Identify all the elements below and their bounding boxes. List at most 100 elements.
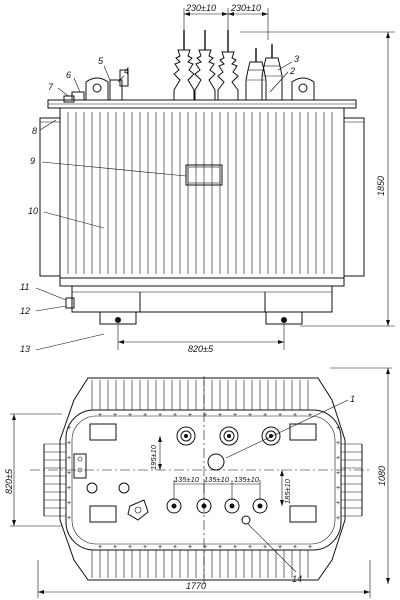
lv-bushing-3 xyxy=(224,498,240,514)
rating-plate xyxy=(185,164,223,186)
svg-text:+: + xyxy=(308,544,312,551)
front-view: 230±10 230±10 xyxy=(20,3,395,354)
corrugated-wall xyxy=(40,112,364,274)
lug-pad-tl xyxy=(89,423,117,441)
hv-bushing-2 xyxy=(219,426,239,446)
wheel-left xyxy=(99,311,137,325)
svg-text:+: + xyxy=(67,515,71,522)
tap-switch xyxy=(73,453,87,479)
dim-lv-pitch-1: 135±10 xyxy=(174,475,200,484)
wheel-right xyxy=(265,311,303,325)
dim-height: 1850 xyxy=(376,176,386,196)
svg-text:+: + xyxy=(263,544,267,551)
wheel-gauge-dimension: 820±5 xyxy=(117,324,285,354)
lv-bushing-4 xyxy=(252,498,268,514)
svg-text:+: + xyxy=(248,412,252,419)
svg-text:+: + xyxy=(278,544,282,551)
svg-text:+: + xyxy=(248,544,252,551)
svg-text:+: + xyxy=(67,485,71,492)
svg-text:+: + xyxy=(188,544,192,551)
dim-lv-offset: 185±10 xyxy=(283,478,292,504)
callout-11: 11 xyxy=(20,282,29,292)
dim-wheel-gauge: 820±5 xyxy=(188,344,214,354)
svg-text:+: + xyxy=(336,455,340,462)
plan-callout-14: 14 xyxy=(292,574,302,584)
svg-text:+: + xyxy=(98,544,102,551)
svg-text:+: + xyxy=(336,425,340,432)
svg-text:+: + xyxy=(293,412,297,419)
svg-text:+: + xyxy=(233,412,237,419)
thermometer-pocket xyxy=(86,482,98,494)
bushings xyxy=(173,30,283,101)
pressure-relief xyxy=(118,482,130,494)
svg-text:+: + xyxy=(143,412,147,419)
svg-text:+: + xyxy=(158,412,162,419)
dim-bushing-pitch-left: 230±10 xyxy=(185,3,216,13)
callout-4: 4 xyxy=(124,66,129,76)
callout-10: 10 xyxy=(28,206,38,216)
svg-text:+: + xyxy=(67,500,71,507)
svg-text:+: + xyxy=(336,440,340,447)
svg-text:+: + xyxy=(173,412,177,419)
svg-text:+: + xyxy=(173,544,177,551)
drain-plug xyxy=(127,499,149,521)
lug-pad-tr xyxy=(289,423,317,441)
svg-text:+: + xyxy=(293,544,297,551)
svg-text:+: + xyxy=(113,412,117,419)
svg-text:+: + xyxy=(263,412,267,419)
svg-text:+: + xyxy=(336,515,340,522)
plan-callout-1: 1 xyxy=(350,394,355,404)
callout-2: 2 xyxy=(289,66,295,76)
earth-terminal xyxy=(241,515,251,525)
plan-length-dimension: 1770 xyxy=(37,560,371,598)
callout-5: 5 xyxy=(98,56,104,66)
hv-bushing-3 xyxy=(261,426,281,446)
tank-outline-plan xyxy=(59,377,346,581)
svg-text:+: + xyxy=(128,544,132,551)
svg-text:+: + xyxy=(218,544,222,551)
relay-box xyxy=(109,79,123,101)
callout-12: 12 xyxy=(20,306,30,316)
svg-text:+: + xyxy=(278,412,282,419)
height-dimension: 1850 xyxy=(240,31,395,327)
dim-plan-length: 1770 xyxy=(186,581,206,591)
svg-text:+: + xyxy=(98,412,102,419)
svg-text:+: + xyxy=(233,544,237,551)
svg-text:+: + xyxy=(188,412,192,419)
svg-text:+: + xyxy=(336,500,340,507)
dim-lv-pitch-2: 135±10 xyxy=(204,475,230,484)
cover-bolts: ++++++++++++++++++++++++++++++++++++++++… xyxy=(67,412,340,551)
svg-text:+: + xyxy=(336,470,340,477)
svg-text:+: + xyxy=(336,485,340,492)
plan-view: ++++++++++++++++++++++++++++++++++++++++… xyxy=(4,367,392,598)
dim-hv-offset: 195±10 xyxy=(149,444,158,470)
lv-bushing-1 xyxy=(166,498,182,514)
tank-body xyxy=(59,107,345,279)
callout-3: 3 xyxy=(294,54,299,64)
dim-bushing-pitch-right: 230±10 xyxy=(230,3,261,13)
lug-pad-br xyxy=(289,505,317,523)
dim-plan-depth: 1080 xyxy=(377,466,387,486)
svg-text:+: + xyxy=(143,544,147,551)
lifting-lug-right xyxy=(291,77,315,100)
svg-text:+: + xyxy=(308,412,312,419)
oil-fill-cap xyxy=(207,453,225,471)
callout-9: 9 xyxy=(30,156,35,166)
svg-text:+: + xyxy=(67,440,71,447)
cover-plate xyxy=(65,409,342,551)
lug-pad-bl xyxy=(89,505,117,523)
front-callouts: 2 3 4 5 6 7 8 9 10 11 12 13 xyxy=(20,54,299,354)
tank-bottom-frame xyxy=(59,277,345,287)
lv-pitch-dimension: 135±10 135±10 135±10 xyxy=(173,475,261,500)
plan-width-dimension: 820±5 xyxy=(4,413,62,527)
callout-7: 7 xyxy=(48,82,54,92)
svg-text:+: + xyxy=(113,544,117,551)
svg-text:+: + xyxy=(203,412,207,419)
tank-base xyxy=(71,285,333,313)
callout-6: 6 xyxy=(66,70,71,80)
plan-depth-dimension: 1080 xyxy=(330,367,392,584)
svg-text:+: + xyxy=(158,544,162,551)
hv-offset-dimension: 195±10 xyxy=(149,436,162,470)
svg-text:+: + xyxy=(128,412,132,419)
